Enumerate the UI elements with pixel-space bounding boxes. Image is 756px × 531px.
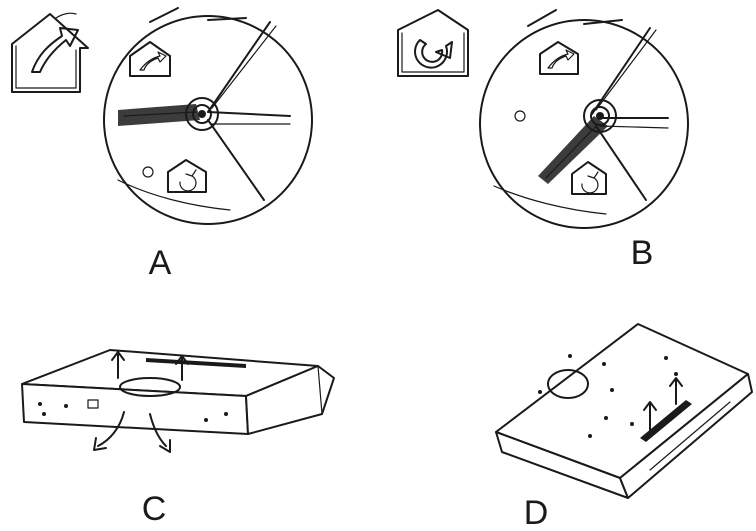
panel-a: A (11, 7, 313, 282)
panel-c: C (21, 349, 335, 528)
damper-dial-b (479, 9, 689, 229)
panel-d-label: D (524, 494, 549, 531)
range-hood-c (21, 349, 335, 453)
house-arrow-recirculate-icon (397, 9, 469, 77)
house-arrow-recirculate-icon (167, 159, 207, 193)
panel-d: D (495, 323, 753, 531)
house-arrow-recirculate-icon (571, 161, 607, 195)
damper-dial-a (103, 7, 313, 225)
panel-c-label: C (142, 490, 167, 528)
house-arrow-out-icon (539, 41, 579, 75)
house-arrow-out-icon (11, 12, 89, 93)
panel-b: B (397, 9, 689, 272)
house-arrow-out-icon (129, 41, 171, 77)
panel-b-label: B (631, 234, 654, 272)
range-hood-d (495, 323, 753, 499)
panel-a-label: A (149, 244, 172, 282)
